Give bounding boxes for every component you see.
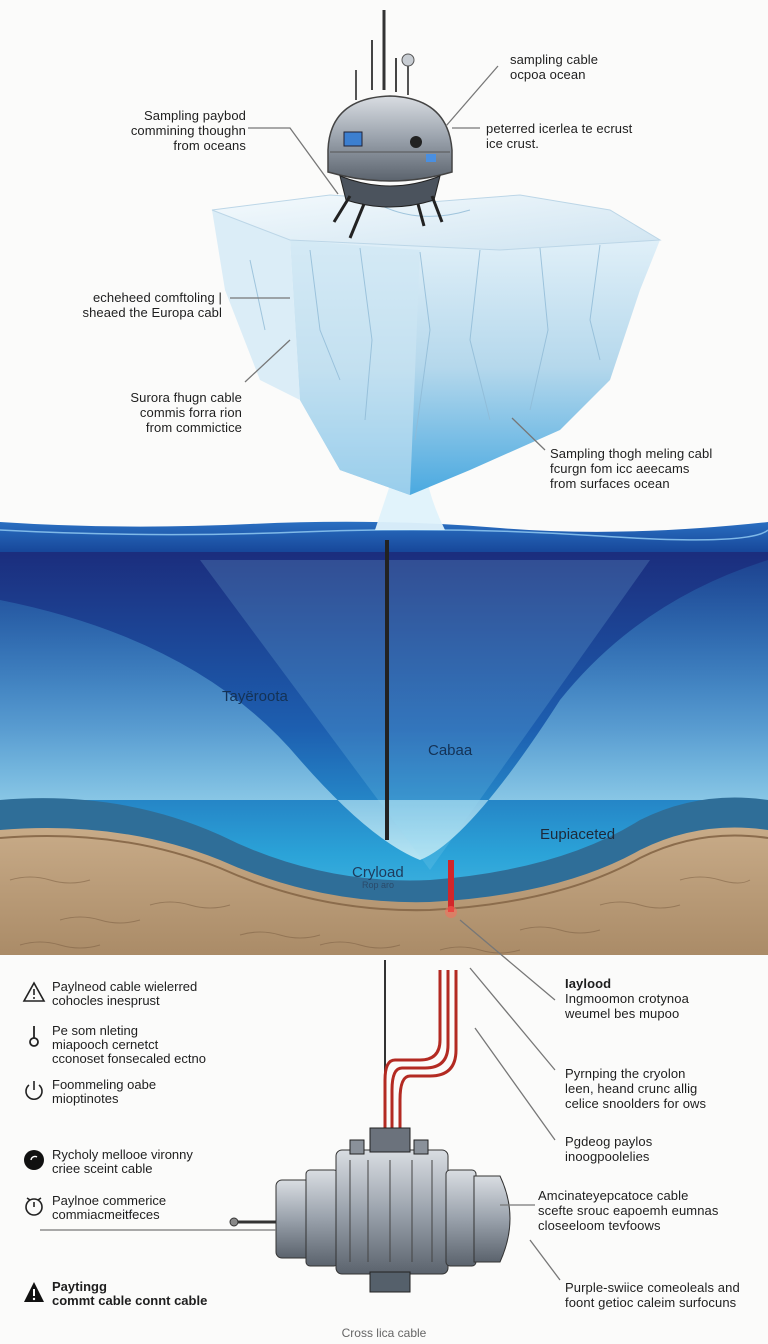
label-payload: Iaylood Ingmoomon crotynoa weumel bes mu… — [565, 976, 765, 1021]
ocean-label-center: Cabaa — [428, 742, 473, 759]
legend-text-5: Paylnoe commerice commiacmeitfeces — [52, 1193, 167, 1222]
legend-text-6: Paytingg commt cable connt cable — [52, 1280, 207, 1308]
power-icon — [25, 1081, 43, 1100]
ice-crust — [211, 194, 662, 530]
label-payload-title: Iaylood — [565, 976, 612, 991]
label-mid-right: Sampling thogh meling cabl fcurgn fom ic… — [550, 446, 713, 491]
legend-text-3: Foommeling oabe mioptinotes — [52, 1077, 157, 1106]
filled-circle-icon — [24, 1150, 44, 1170]
power-wires — [383, 970, 458, 1130]
label-top-left: Sampling paybod commining thoughn from o… — [130, 108, 246, 153]
legend-text-6-content: Paytingg commt cable connt cable — [52, 1279, 208, 1308]
label-right-3: Pgdeog paylos inoogpoolelies — [565, 1134, 653, 1164]
cryoload-label: Cryload — [352, 864, 404, 881]
surface-lander — [327, 10, 453, 239]
label-top-right-2: peterred icerlea te ecrust ice crust. — [486, 121, 633, 151]
leader-lines — [40, 65, 561, 1281]
legend-text-2: Pe som nleting miapooch cernetct cconose… — [52, 1023, 206, 1066]
timer-icon — [25, 1197, 43, 1216]
figure-caption: Cross lica cable — [341, 1326, 427, 1340]
filled-warning-icon — [24, 1282, 44, 1302]
cryobot-payload — [229, 1127, 511, 1293]
melt-probe-marker — [448, 860, 454, 912]
label-right-4: Amcinateyepcatoce cable scefte srouc eap… — [538, 1188, 719, 1233]
label-top-right-1: sampling cable ocpoa ocean — [510, 52, 599, 82]
ocean-label-left: Tayëroota — [222, 688, 288, 705]
warning-triangle-icon — [22, 981, 46, 1002]
label-mid-left-2: Surora fhugn cable commis forra rion fro… — [130, 390, 242, 435]
label-payload-text: Ingmoomon crotynoa weumel bes mupoo — [565, 991, 689, 1021]
label-right-5: Purple-swiice comeoleals and foont getio… — [565, 1280, 740, 1310]
ocean-section — [0, 521, 768, 961]
label-mid-left-1: echeheed comftoling | sheaed the Europa … — [82, 290, 222, 320]
label-right-2: Pyrnping the cryolon leen, heand crunc a… — [565, 1066, 707, 1111]
legend-text-4: Rycholy mellooe vironny criee sceint cab… — [52, 1147, 193, 1176]
ocean-label-right: Eupiaceted — [540, 826, 616, 843]
legend-text-1: Paylneod cable wielerred cohocles inespr… — [52, 979, 198, 1008]
pin-icon — [29, 1026, 39, 1047]
cryoload-sublabel: Rop aro — [362, 880, 395, 890]
